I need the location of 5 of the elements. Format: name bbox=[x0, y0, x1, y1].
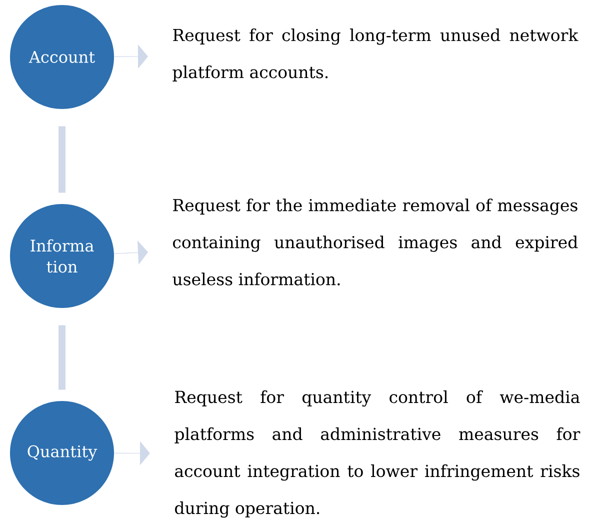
description-text: Request for quantity control of we-media platforms and administrative measures for account integration to lower infringement risks during operation. bbox=[174, 390, 580, 518]
description-text: Request for the immediate removal of messages containing unauthorised images and expired useless information. bbox=[172, 198, 578, 286]
connector-bar bbox=[58, 325, 66, 390]
description-text: Request for closing long-term unused network platform accounts. bbox=[172, 28, 578, 82]
connector-bar bbox=[58, 126, 66, 193]
